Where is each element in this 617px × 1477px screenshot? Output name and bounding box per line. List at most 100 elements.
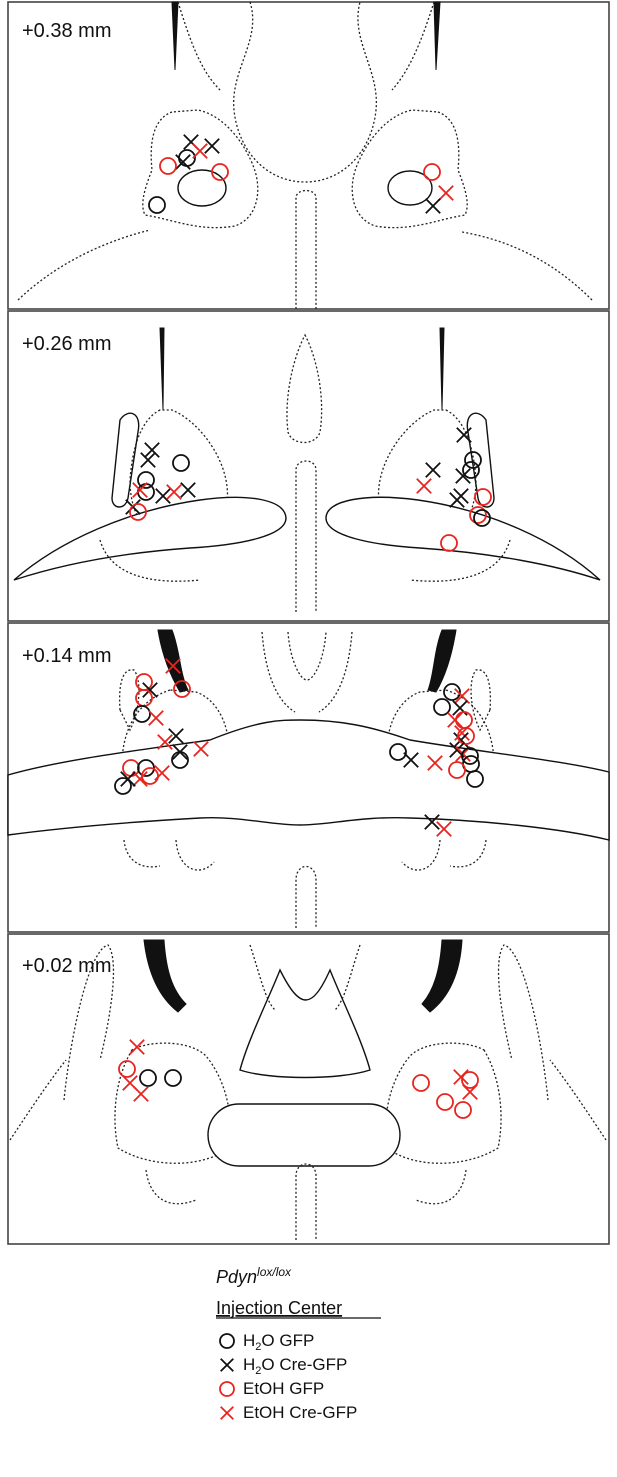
- nucleus-accumbens-left: [142, 109, 259, 229]
- etoh-gfp-marker: [423, 163, 441, 181]
- h2o-cre-gfp-marker: [144, 442, 160, 458]
- legend-etoh-gfp-marker: [219, 1381, 235, 1397]
- legend-h2o-gfp-label: H2O GFP: [243, 1331, 314, 1353]
- midline-structure: [295, 189, 317, 309]
- panel-plus-038: +0.38 mm: [7, 1, 610, 310]
- etoh-cre-gfp-marker: [148, 710, 164, 726]
- legend-etoh-gfp-label: EtOH GFP: [243, 1379, 324, 1398]
- injection-markers: [114, 134, 492, 1119]
- h2o-cre-gfp-marker: [425, 462, 441, 478]
- h2o-cre-gfp-marker: [204, 138, 220, 154]
- h2o-cre-gfp-marker: [455, 468, 471, 484]
- legend-h2o-cre-gfp-marker: [220, 1358, 234, 1372]
- etoh-cre-gfp-marker: [438, 185, 454, 201]
- h2o-gfp-marker: [171, 751, 189, 769]
- h2o-cre-gfp-marker: [142, 682, 158, 698]
- etoh-gfp-marker: [118, 1060, 136, 1078]
- anterior-commissure: [177, 169, 227, 207]
- nucleus-accumbens-right: [351, 109, 468, 229]
- lateral-ventricle: [159, 327, 165, 411]
- panel-frame: [7, 933, 610, 1245]
- etoh-gfp-marker: [454, 1101, 472, 1119]
- legend-h2o-gfp-marker: [219, 1333, 235, 1349]
- etoh-gfp-marker: [159, 157, 177, 175]
- legend: Pdynlox/lox Injection Center H2O GFPH2O …: [216, 1265, 381, 1422]
- panel-plus-026: +0.26 mm: [7, 310, 610, 622]
- legend-etoh-cre-gfp-marker: [220, 1406, 234, 1420]
- etoh-gfp-marker: [469, 506, 487, 524]
- h2o-gfp-marker: [164, 1069, 182, 1087]
- etoh-cre-gfp-marker: [129, 1039, 145, 1055]
- h2o-cre-gfp-marker: [140, 452, 156, 468]
- lateral-ventricle: [143, 939, 187, 1013]
- etoh-cre-gfp-marker: [166, 484, 182, 500]
- lateral-structure-right: [470, 669, 492, 732]
- midline-structure: [295, 1163, 317, 1240]
- h2o-cre-gfp-marker: [180, 482, 196, 498]
- nucleus-accumbens-left: [114, 1042, 231, 1164]
- lateral-ventricle: [433, 1, 441, 71]
- septum-outline: [239, 968, 371, 1079]
- genotype-superscript: lox/lox: [257, 1265, 292, 1279]
- etoh-gfp-marker: [448, 761, 466, 779]
- etoh-cre-gfp-marker: [132, 771, 148, 787]
- legend-heading: Injection Center: [216, 1298, 342, 1318]
- etoh-cre-gfp-marker: [165, 658, 181, 674]
- etoh-gfp-marker: [474, 488, 492, 506]
- panel-label: +0.02 mm: [22, 955, 111, 977]
- h2o-gfp-marker: [178, 149, 196, 167]
- h2o-gfp-marker: [464, 451, 482, 469]
- h2o-cre-gfp-marker: [168, 728, 184, 744]
- etoh-cre-gfp-marker: [157, 734, 173, 750]
- h2o-gfp-marker: [462, 461, 480, 479]
- h2o-cre-gfp-marker: [449, 492, 465, 508]
- h2o-cre-gfp-marker: [424, 814, 440, 830]
- etoh-gfp-marker: [457, 727, 475, 745]
- anterior-commissure: [207, 1103, 401, 1167]
- panel-label: +0.14 mm: [22, 645, 111, 667]
- lateral-ventricle: [439, 327, 445, 411]
- etoh-cre-gfp-marker: [193, 741, 209, 757]
- legend-h2o-cre-gfp-label: H2O Cre-GFP: [243, 1355, 347, 1377]
- midline-structure: [295, 865, 317, 928]
- panel-label: +0.38 mm: [22, 20, 111, 42]
- ventral-outline: [99, 539, 511, 582]
- h2o-cre-gfp-marker: [425, 198, 441, 214]
- etoh-cre-gfp-marker: [462, 1084, 478, 1100]
- legend-etoh-cre-gfp-label: EtOH Cre-GFP: [243, 1403, 357, 1422]
- panel-plus-014: +0.14 mm: [7, 622, 610, 933]
- h2o-gfp-marker: [137, 759, 155, 777]
- h2o-cre-gfp-marker: [403, 752, 419, 768]
- h2o-cre-gfp-marker: [155, 488, 171, 504]
- midline-structure: [295, 460, 317, 612]
- septum-outline: [261, 631, 353, 713]
- septum-outline: [177, 1, 435, 91]
- septum-outline: [286, 333, 323, 444]
- tissue-boundary: [17, 229, 593, 301]
- etoh-gfp-marker: [129, 503, 147, 521]
- h2o-gfp-marker: [137, 471, 155, 489]
- lateral-structure-left: [9, 944, 115, 1141]
- h2o-gfp-marker: [114, 777, 132, 795]
- lateral-structure-right: [497, 944, 607, 1141]
- etoh-gfp-marker: [211, 163, 229, 181]
- etoh-cre-gfp-marker: [133, 1086, 149, 1102]
- anterior-commissure: [387, 170, 433, 206]
- etoh-cre-gfp-marker: [447, 712, 463, 728]
- panel-frame: [7, 1, 610, 310]
- etoh-gfp-marker: [173, 680, 191, 698]
- ventral-outline: [145, 1169, 467, 1205]
- lateral-ventricle: [171, 1, 179, 71]
- h2o-gfp-marker: [148, 196, 166, 214]
- etoh-cre-gfp-marker: [154, 765, 170, 781]
- panel-label: +0.26 mm: [22, 333, 111, 355]
- lateral-ventricle: [421, 939, 463, 1013]
- etoh-gfp-marker: [440, 534, 458, 552]
- septum-outline: [233, 1, 377, 183]
- h2o-gfp-marker: [389, 743, 407, 761]
- h2o-gfp-marker: [433, 698, 451, 716]
- etoh-gfp-marker: [461, 1071, 479, 1089]
- h2o-gfp-marker: [466, 770, 484, 788]
